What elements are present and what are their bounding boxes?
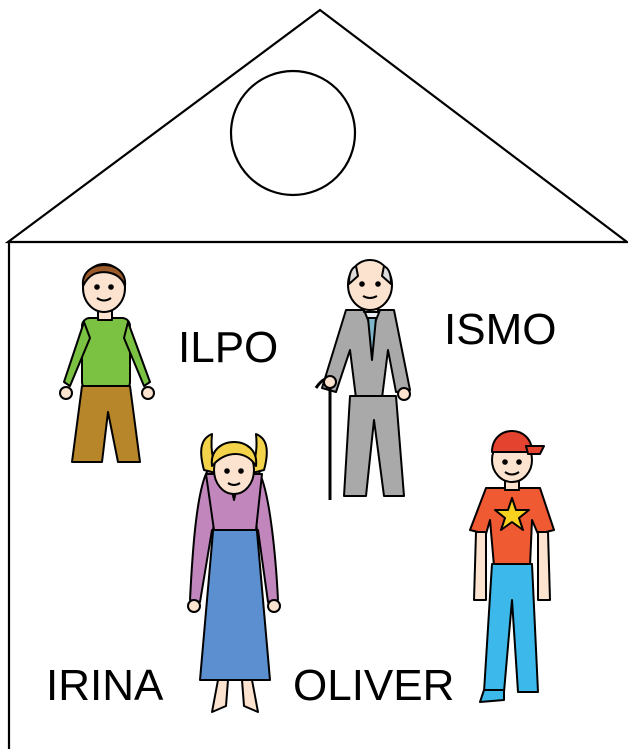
oliver-figure [470, 431, 554, 702]
name-label-ilpo: ILPO [178, 326, 278, 370]
name-label-oliver: OLIVER [293, 664, 454, 708]
name-label-irina: IRINA [46, 664, 163, 708]
irina-figure [188, 434, 280, 712]
ismo-figure [316, 260, 410, 500]
roof-round-window [231, 71, 355, 195]
ilpo-figure [60, 264, 154, 462]
house-roof [8, 10, 627, 242]
name-label-ismo: ISMO [444, 308, 556, 352]
